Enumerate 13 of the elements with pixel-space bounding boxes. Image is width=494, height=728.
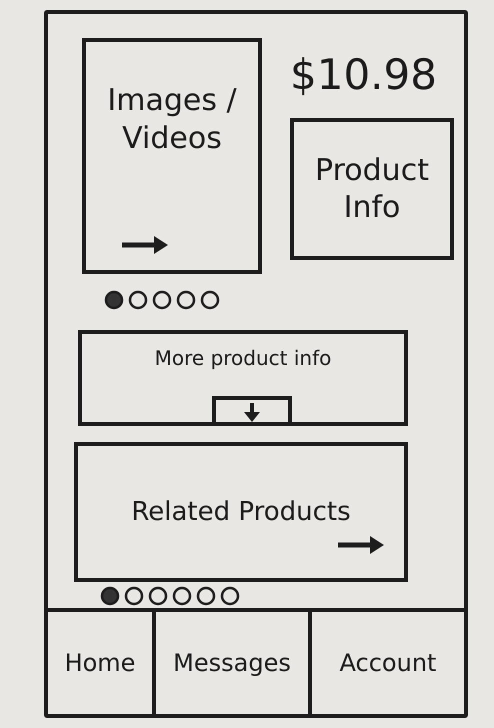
tab-label: Account xyxy=(340,648,436,678)
card-title: Images / Videos xyxy=(106,82,238,157)
card-title: Related Products xyxy=(131,496,351,528)
tab-label: Messages xyxy=(173,648,291,678)
card-title: More product info xyxy=(154,346,332,371)
phone-frame xyxy=(44,10,468,718)
card-title: Product Info xyxy=(314,152,430,226)
tab-label: Home xyxy=(64,648,136,678)
price-text: $10.98 xyxy=(290,50,437,99)
content-card xyxy=(82,38,262,274)
content-card xyxy=(78,330,408,426)
content-card xyxy=(290,118,454,260)
content-card xyxy=(74,442,408,582)
